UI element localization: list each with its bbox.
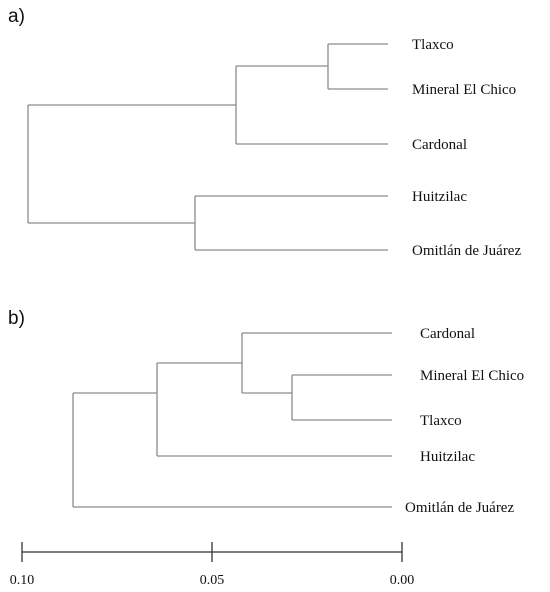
leaf-label: Omitlán de Juárez (412, 243, 521, 259)
leaf-label: Mineral El Chico (412, 82, 516, 98)
leaf-label: Omitlán de Juárez (405, 500, 514, 516)
panel-a-branches (27, 43, 388, 251)
leaf-label: Cardonal (412, 137, 467, 153)
panel-b-branches (72, 332, 392, 508)
panel-a-label: a) (8, 6, 25, 27)
panel-a: a) Tlaxco Mineral El Chico Cardonal Huit… (8, 6, 521, 259)
scale-tick-label: 0.10 (10, 573, 35, 588)
leaf-label: Huitzilac (412, 189, 467, 205)
panel-b-label: b) (8, 308, 25, 329)
leaf-label: Huitzilac (420, 449, 475, 465)
leaf-label: Cardonal (420, 326, 475, 342)
scale-tick-label: 0.05 (200, 573, 225, 588)
scale-tick-label: 0.00 (390, 573, 415, 588)
distance-scale: 0.10 0.05 0.00 (10, 542, 415, 588)
leaf-label: Mineral El Chico (420, 368, 524, 384)
leaf-label: Tlaxco (420, 413, 462, 429)
leaf-label: Tlaxco (412, 37, 454, 53)
panel-b: b) Cardonal Mineral El Chico Tlaxco Huit… (8, 308, 524, 588)
